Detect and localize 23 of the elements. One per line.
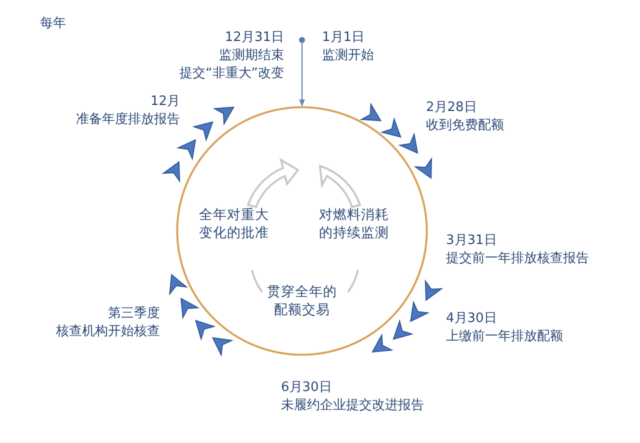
start-dot bbox=[299, 37, 305, 43]
date-label: 12月31日 bbox=[224, 30, 284, 46]
date-label: 4月30日 bbox=[446, 311, 497, 327]
date-label: 3月31日 bbox=[446, 233, 497, 249]
arrow bbox=[299, 43, 305, 107]
milestone-text: 提交“非重大”改变 bbox=[180, 66, 284, 82]
date-label: 12月 bbox=[150, 94, 180, 110]
cycle-text: 全年对重大变化的批准 bbox=[198, 206, 270, 242]
milestone-text: 准备年度排放报告 bbox=[76, 112, 180, 128]
date-label: 1月1日 bbox=[322, 30, 365, 46]
milestone-text: 上缴前一年排放配额 bbox=[446, 329, 563, 345]
milestone-text: 监测开始 bbox=[322, 48, 374, 64]
milestone-text: 未履约企业提交改进报告 bbox=[281, 398, 424, 414]
milestone-text: 监测期结束 bbox=[219, 48, 284, 64]
date-label: 6月30日 bbox=[281, 380, 332, 396]
cycle-text: 贯穿全年的配额交易 bbox=[266, 283, 338, 319]
date-label: 2月28日 bbox=[426, 100, 477, 116]
milestone-text: 提交前一年排放核查报告 bbox=[446, 251, 589, 267]
heading: 每年 bbox=[40, 16, 66, 32]
milestone-text: 核查机构开始核查 bbox=[56, 324, 160, 340]
cycle-text: 对燃料消耗的持续监测 bbox=[318, 206, 390, 242]
milestone-text: 收到免费配额 bbox=[426, 118, 504, 134]
date-label: 第三季度 bbox=[108, 306, 160, 322]
